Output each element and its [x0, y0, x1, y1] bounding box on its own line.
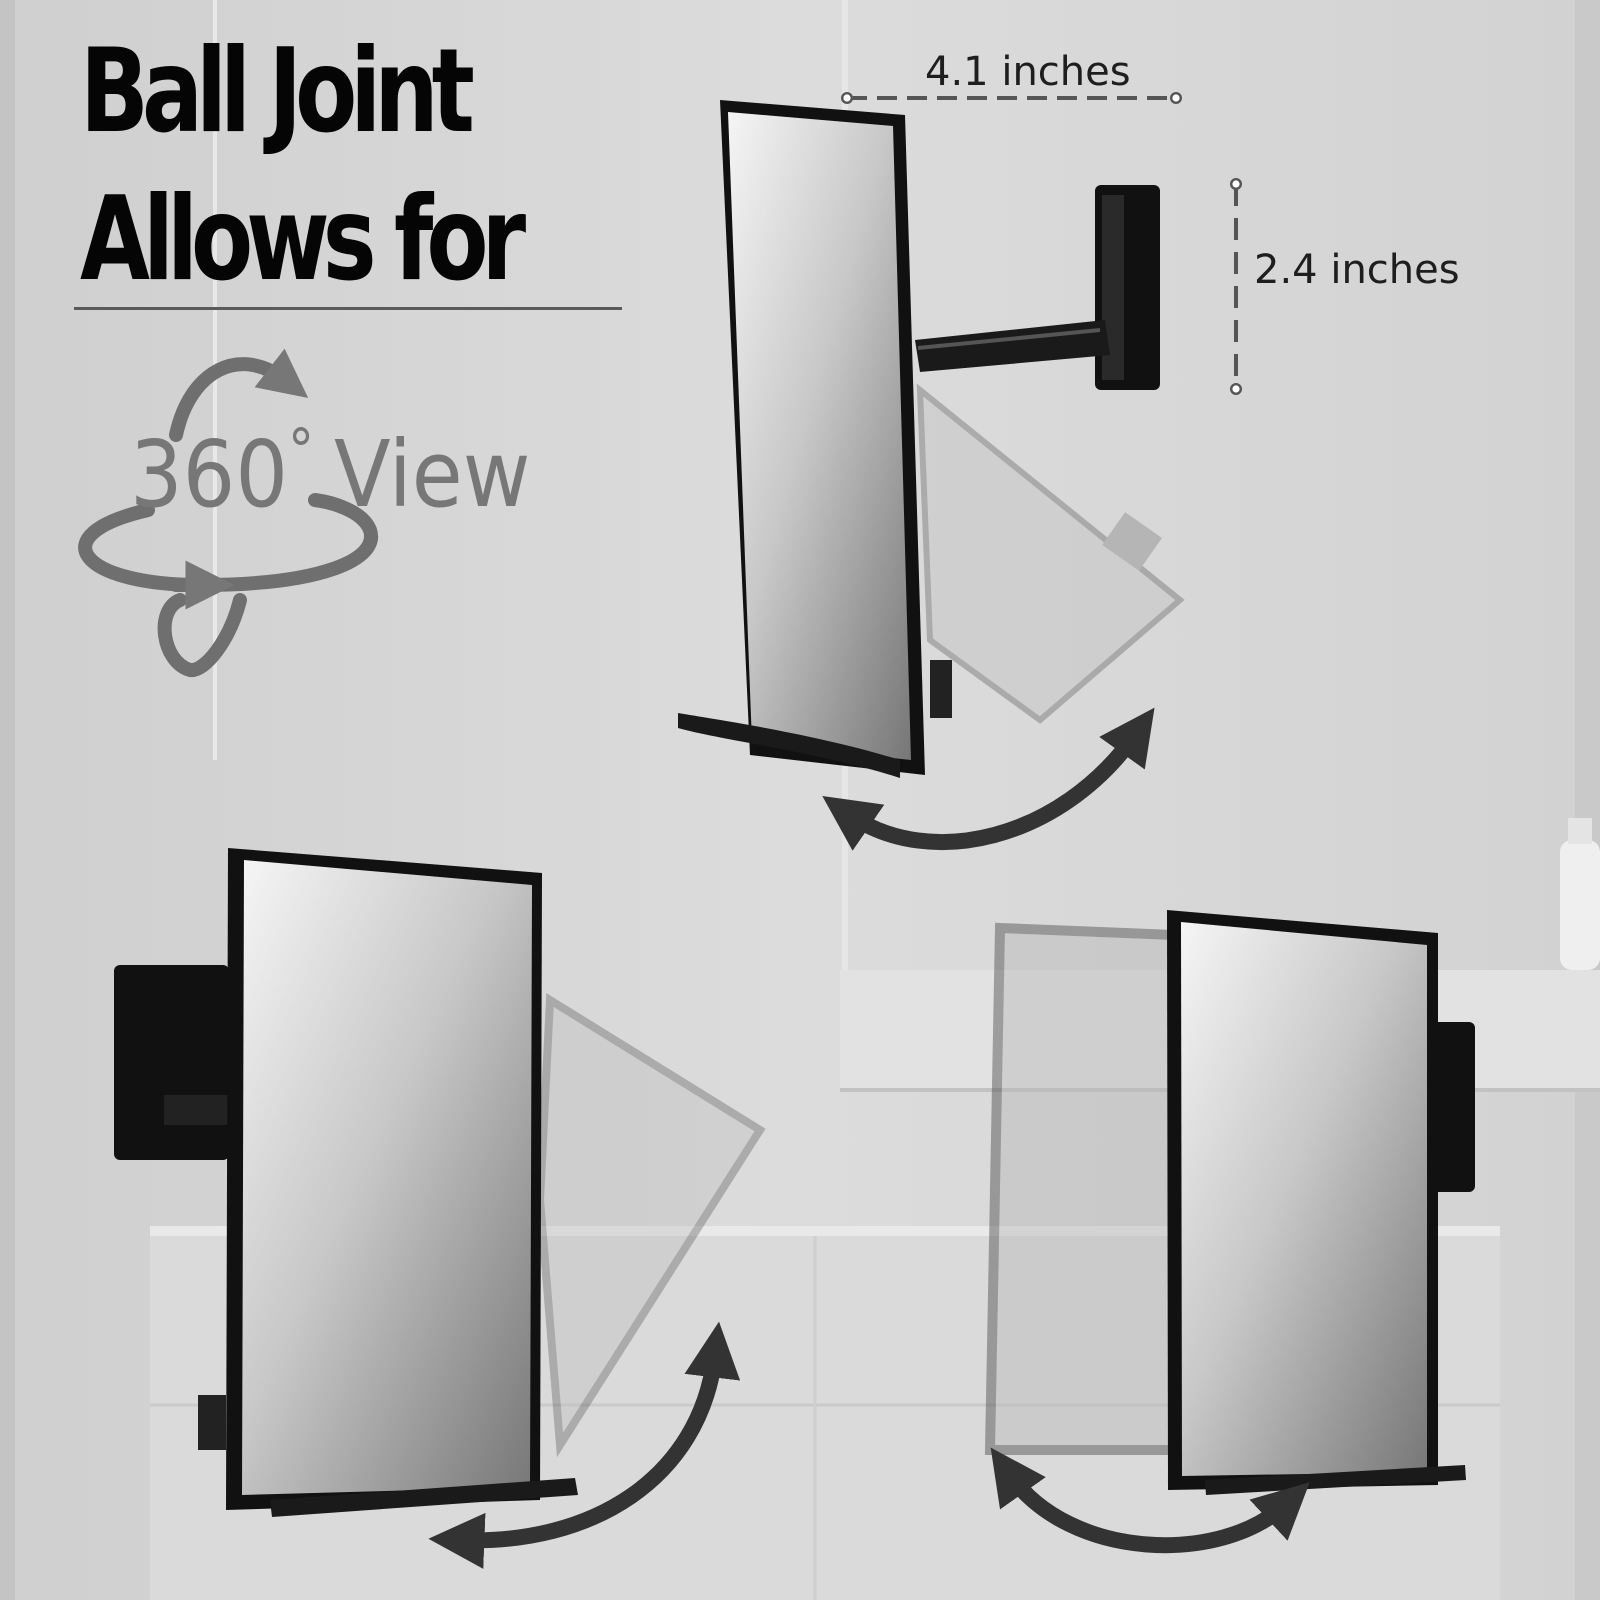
view-word: View — [333, 421, 531, 528]
rotation-arrows-icon — [78, 348, 379, 677]
width-dimension-label: 4.1 inches — [925, 49, 1131, 95]
mirror-bottom-left-mount — [114, 965, 234, 1160]
rotation-arrow-bottom-left — [428, 1321, 741, 1569]
headline: Ball Joint Allows for — [80, 18, 526, 314]
rotation-arrow-bottom-right — [990, 1447, 1310, 1554]
rotation-value: 360 — [130, 421, 289, 528]
mirror-bottom-right-ghost — [984, 922, 1184, 1455]
headline-line-1: Ball Joint — [80, 24, 475, 159]
dimension-lines — [841, 92, 1242, 395]
headline-underline — [74, 307, 622, 310]
mirror-bottom-left — [198, 848, 578, 1517]
headline-line-2: Allows for — [80, 172, 526, 307]
height-dimension-label: 2.4 inches — [1254, 247, 1460, 293]
mirror-top-mount — [915, 185, 1160, 390]
mirror-top — [678, 100, 952, 778]
degree-symbol: ° — [288, 416, 315, 484]
feature-label: 360° View — [130, 416, 530, 536]
mirror-bottom-right — [1167, 910, 1466, 1495]
rotation-arrow-top — [822, 707, 1155, 851]
